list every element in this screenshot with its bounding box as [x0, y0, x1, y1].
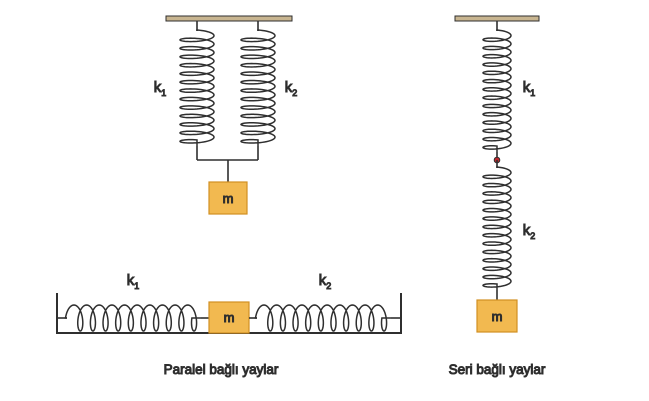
- caption-parallel: Paralel bağlı yaylar: [164, 362, 279, 377]
- mass-block-horizontal: [208, 301, 250, 334]
- spring-k1-horizontal: [64, 304, 201, 332]
- label-k2-parallel: k2: [285, 79, 298, 98]
- mass-label-series: m: [492, 309, 503, 324]
- caption-series: Seri bağlı yaylar: [449, 362, 546, 377]
- mass-label-horizontal: m: [224, 310, 235, 325]
- spring-k2-horizontal: [254, 304, 391, 332]
- label-k1-series: k1: [523, 79, 536, 98]
- label-k2-horizontal: k2: [319, 272, 332, 291]
- mass-block-series: [476, 299, 518, 333]
- horizontal-system: m k1 k2: [56, 272, 402, 334]
- parallel-vertical-system: m k1 k2: [153, 15, 298, 215]
- label-k1-parallel: k1: [154, 79, 167, 98]
- mass-block-parallel: [208, 181, 248, 215]
- spring-k1-parallel: [179, 29, 215, 146]
- mass-label-parallel: m: [223, 191, 234, 206]
- spring-k1-series: [482, 29, 512, 152]
- label-k2-series: k2: [523, 222, 536, 241]
- ceiling-series: [454, 15, 540, 22]
- label-k1-horizontal: k1: [127, 272, 140, 291]
- ceiling-parallel: [165, 15, 293, 22]
- spring-k2-parallel: [240, 29, 276, 146]
- spring-k2-series: [482, 166, 512, 290]
- series-vertical-system: m k1 k2: [454, 15, 540, 333]
